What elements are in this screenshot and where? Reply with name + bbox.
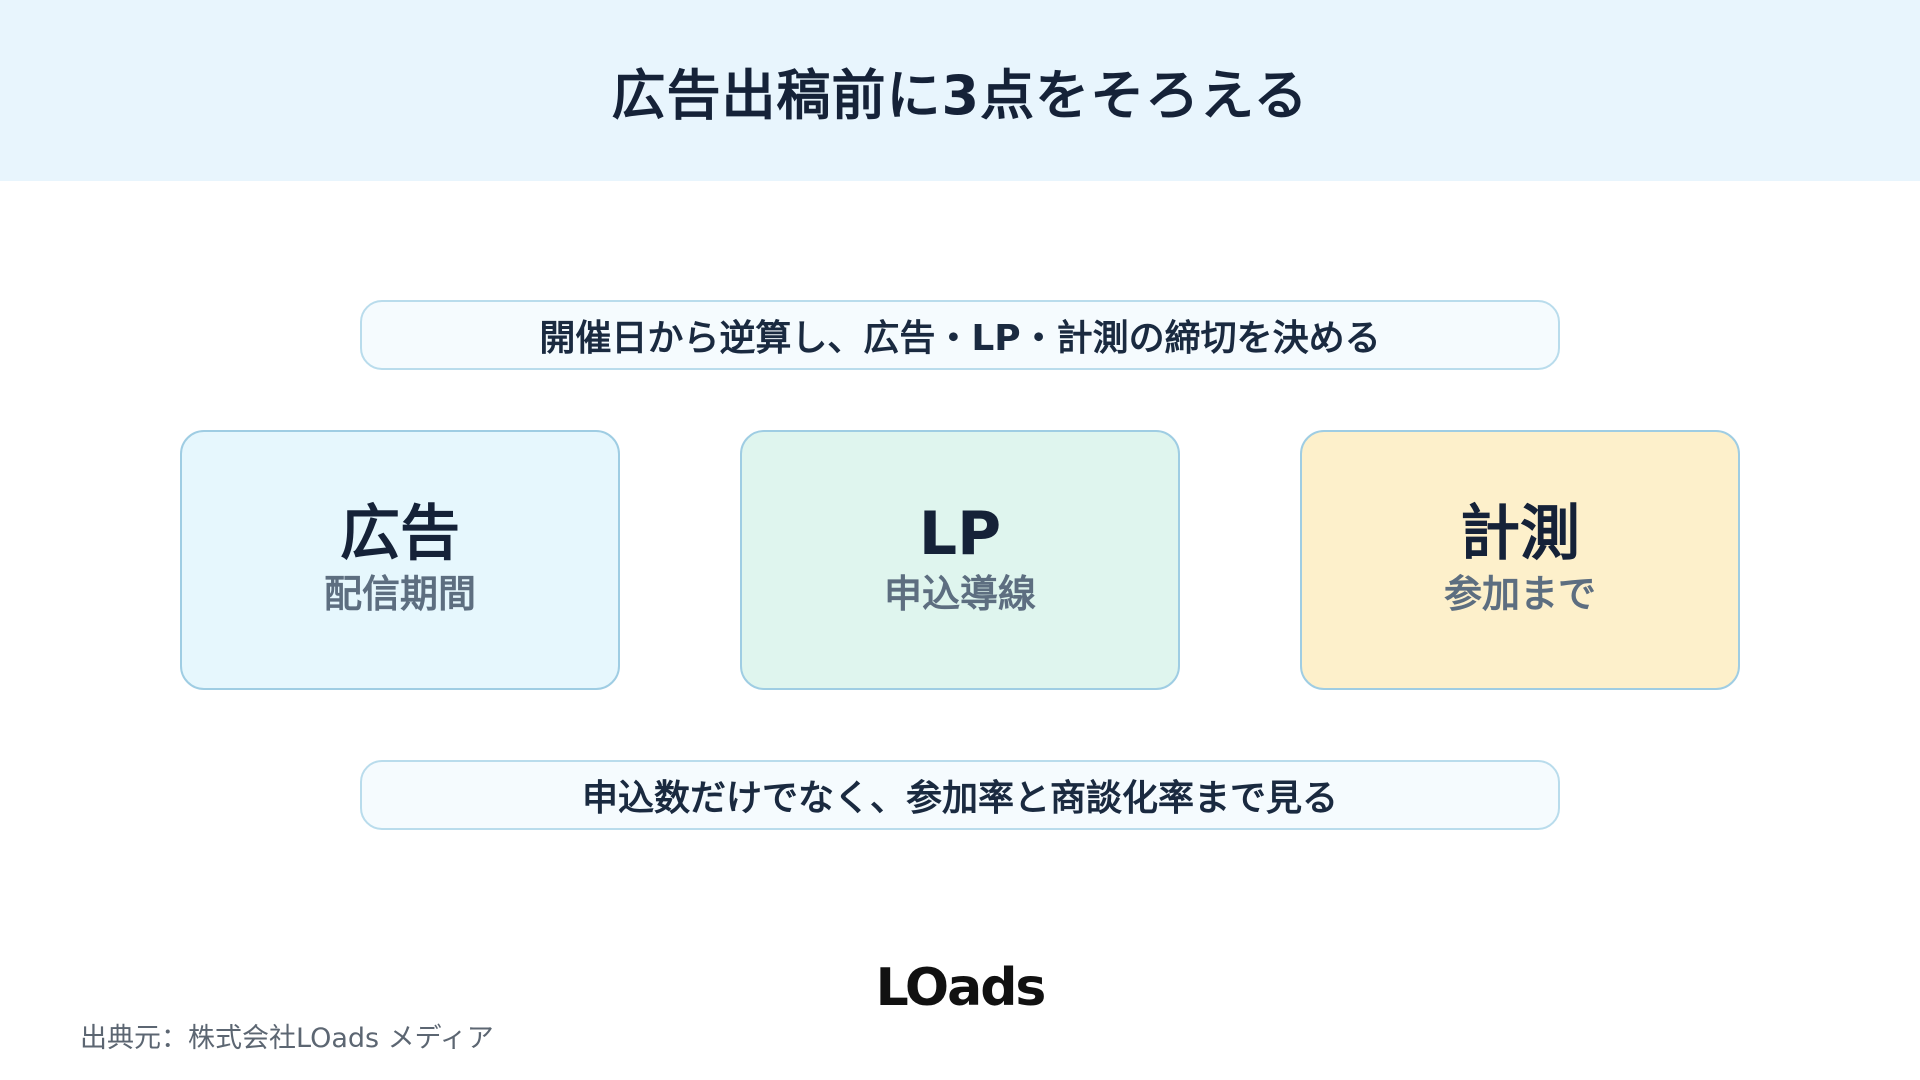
brand-logo: LOads	[860, 958, 1060, 1018]
card-title: LP	[918, 498, 1002, 569]
card-subtitle: 配信期間	[323, 571, 476, 616]
bottom-note-text: 申込数だけでなく、参加率と商談化率まで見る	[581, 778, 1338, 819]
header-banner: 広告出稿前に3点をそろえる	[0, 0, 1920, 181]
source-caption: 出典元：株式会社LOads メディア	[80, 1023, 494, 1054]
card-lp: LP 申込導線	[740, 430, 1180, 690]
page-title: 広告出稿前に3点をそろえる	[611, 64, 1309, 127]
card-ads: 広告 配信期間	[180, 430, 620, 690]
card-title: 計測	[1460, 498, 1580, 569]
card-title: 広告	[340, 498, 460, 569]
card-subtitle: 参加まで	[1443, 571, 1596, 616]
top-note-text: 開催日から逆算し、広告・LP・計測の締切を決める	[539, 318, 1381, 359]
top-note-pill: 開催日から逆算し、広告・LP・計測の締切を決める	[360, 300, 1560, 370]
brand-logo-text: LOads	[875, 958, 1047, 1018]
card-subtitle: 申込導線	[883, 571, 1036, 616]
card-measurement: 計測 参加まで	[1300, 430, 1740, 690]
bottom-note-pill: 申込数だけでなく、参加率と商談化率まで見る	[360, 760, 1560, 830]
